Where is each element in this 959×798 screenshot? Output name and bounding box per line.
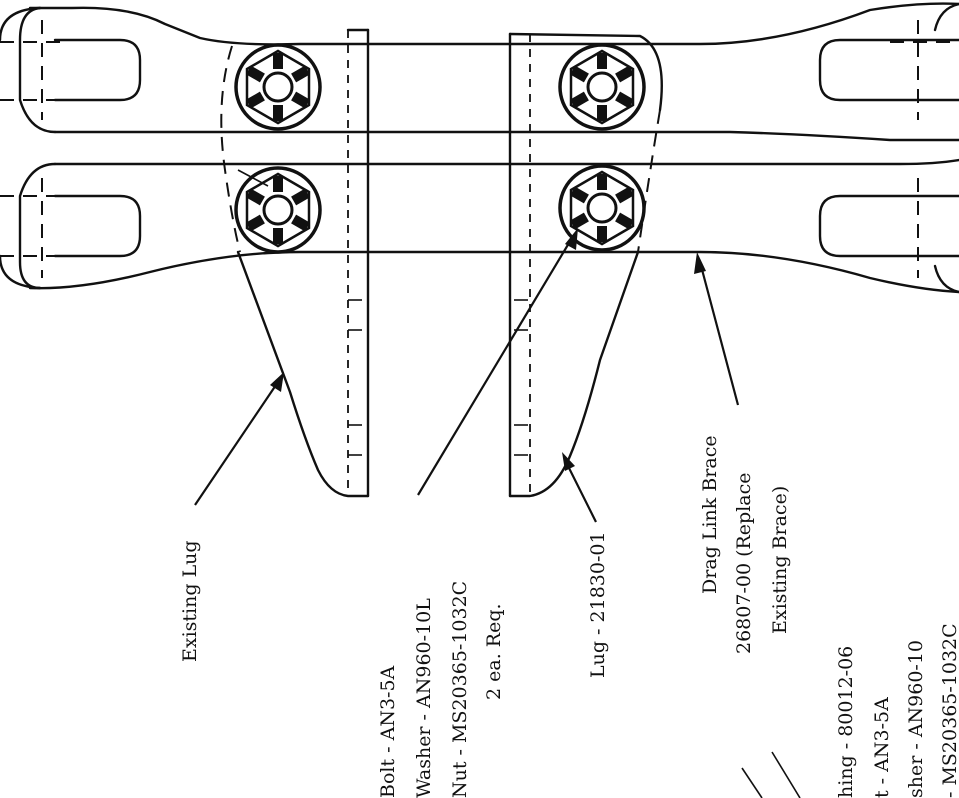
existing-lug [220,28,370,498]
lug-label: Lug - 21830-01 [587,531,609,678]
new-lug [508,32,663,498]
svg-text:2 ea. Req.: 2 ea. Req. [483,603,505,700]
existing-lug-label: Existing Lug [179,540,201,662]
leader-bushing [741,751,801,798]
svg-text:Nut - MS20365-1032C: Nut - MS20365-1032C [449,581,471,798]
svg-text:hing - 80012-06: hing - 80012-06 [835,646,857,798]
leader-drag-link-brace [694,252,740,406]
nut-bottom-right [558,164,646,252]
svg-text:Washer - AN960-10L: Washer - AN960-10L [413,598,435,798]
svg-text:Drag Link Brace: Drag Link Brace [699,435,721,594]
nut-bottom-left [234,166,322,254]
nut-top-left [234,43,322,131]
svg-text:26807-00 (Replace: 26807-00 (Replace [733,473,755,655]
bolt-callout: Bolt - AN3-5A Washer - AN960-10L Nut - M… [377,581,505,798]
svg-text:- MS20365-1032C: - MS20365-1032C [939,623,959,798]
svg-text:Bolt - AN3-5A: Bolt - AN3-5A [377,665,399,798]
bushing-callout: hing - 80012-06 t - AN3-5A sher - AN960-… [835,623,959,798]
svg-text:Existing Brace): Existing Brace) [769,486,791,634]
drag-link-brace [0,2,959,294]
nut-pointer-mark [237,169,269,187]
svg-text:sher - AN960-10: sher - AN960-10 [905,640,927,798]
leader-existing-lug [194,372,284,506]
leader-bolt [417,228,578,496]
drag-link-brace-callout: Drag Link Brace 26807-00 (Replace Existi… [699,435,791,654]
svg-text:t - AN3-5A: t - AN3-5A [871,697,893,798]
nut-top-right [558,43,646,131]
leader-lug [562,452,597,523]
